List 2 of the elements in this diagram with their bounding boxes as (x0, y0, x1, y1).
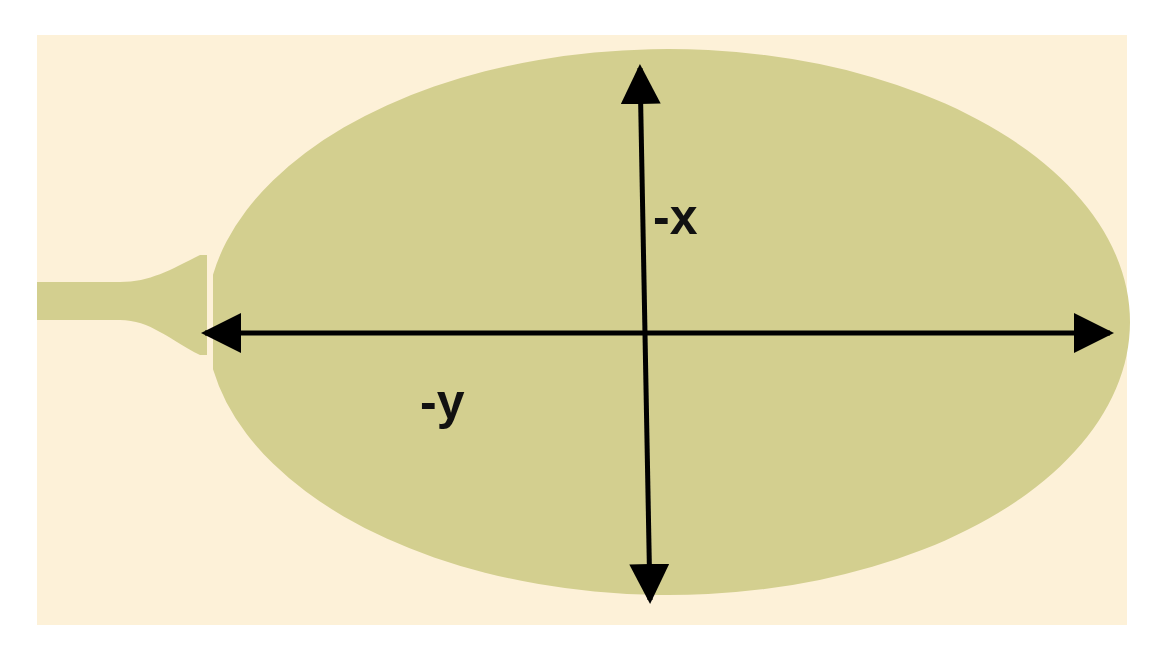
axis-label: -y (420, 377, 465, 427)
axis-label: -x (653, 192, 698, 242)
